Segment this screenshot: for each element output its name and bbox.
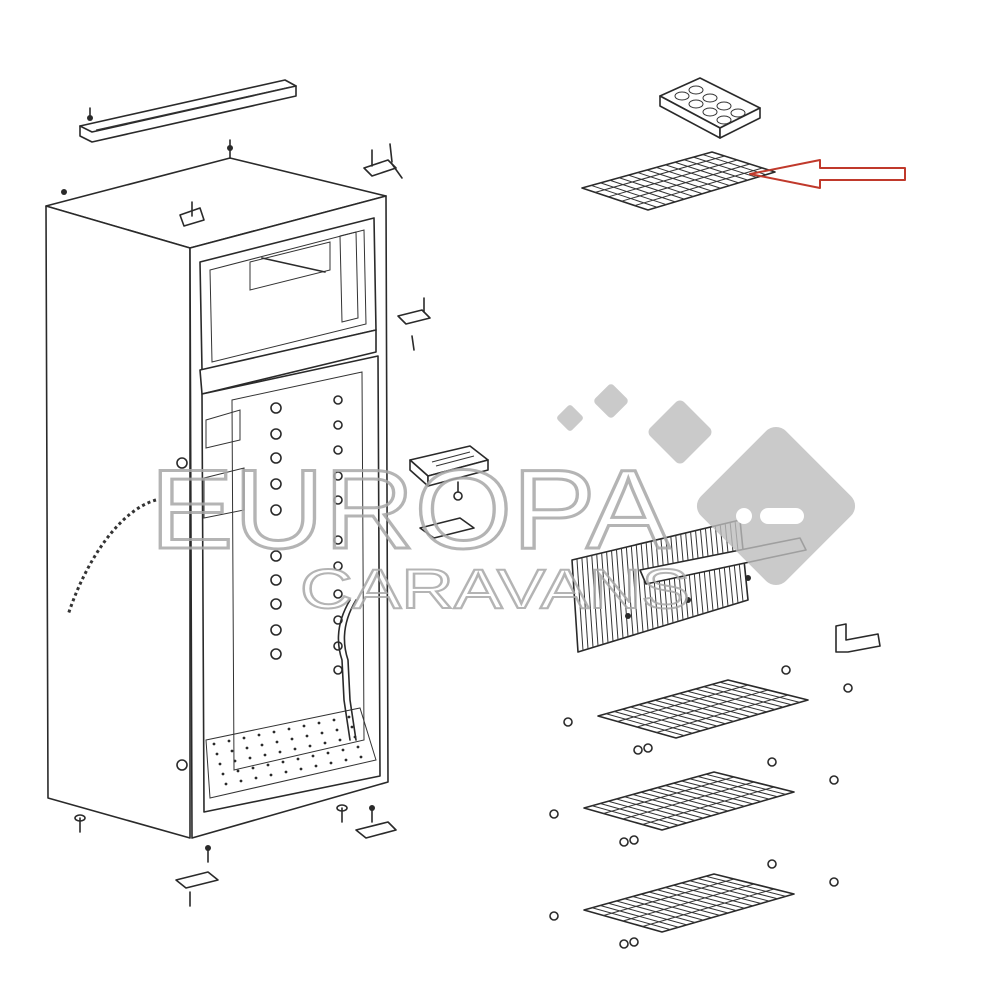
shelf-bracket xyxy=(835,623,881,653)
ice-cube-tray xyxy=(659,77,761,139)
wire-shelf-upper xyxy=(563,665,853,755)
watermark: EUROPA CARAVANS xyxy=(149,384,856,621)
wire-shelf-lower xyxy=(549,859,839,949)
adjustable-foot xyxy=(74,804,348,833)
door-hinge-middle xyxy=(397,297,431,351)
drain-hose xyxy=(66,498,157,616)
highlight-arrow xyxy=(749,159,906,189)
door-hinge-top xyxy=(363,143,403,179)
lamp-housing xyxy=(409,445,489,539)
watermark-line1: EUROPA xyxy=(150,447,670,572)
fridge-cabinet xyxy=(45,139,389,839)
wire-shelf-middle xyxy=(549,757,839,847)
top-trim-bar xyxy=(79,79,297,143)
watermark-logo-icon xyxy=(557,384,856,586)
freezer-wire-shelf xyxy=(581,151,776,211)
door-hinge-bottom xyxy=(175,805,397,907)
watermark-line2: CARAVANS xyxy=(300,557,690,620)
